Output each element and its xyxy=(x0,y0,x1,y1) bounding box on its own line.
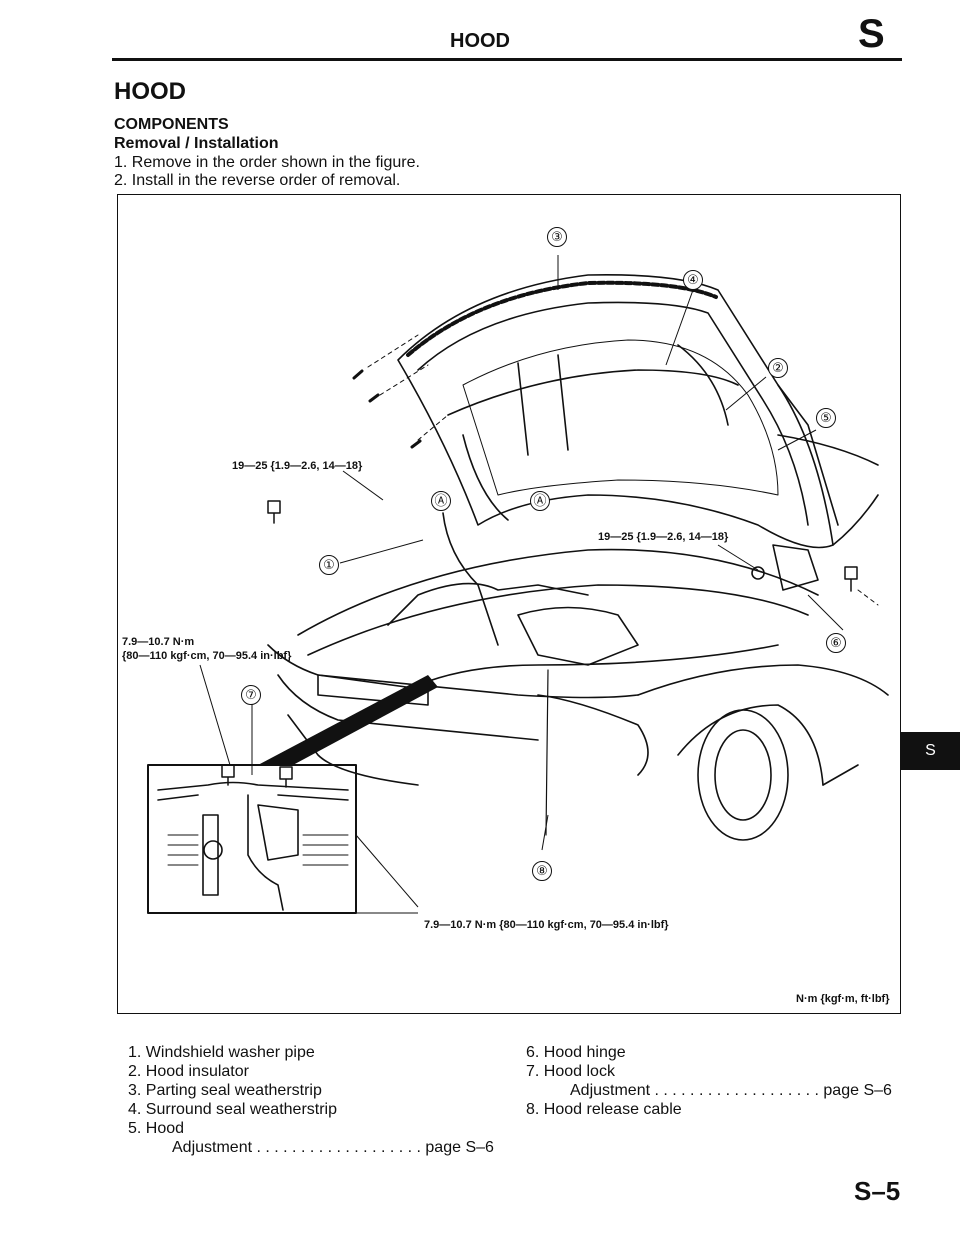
section-title: HOOD xyxy=(114,78,186,105)
ref-a-left: Ⓐ xyxy=(431,491,451,511)
legend-item-1: 1. Windshield washer pipe xyxy=(128,1044,315,1061)
step-1: 1. Remove in the order shown in the figu… xyxy=(114,154,420,171)
callout-3: ③ xyxy=(547,227,567,247)
hood-components-figure: 19—25 {1.9—2.6, 14—18} 19—25 {1.9—2.6, 1… xyxy=(117,194,901,1014)
header-section-letter: S xyxy=(858,12,885,56)
legend-item-7: 7. Hood lock xyxy=(526,1063,615,1080)
legend-item-4: 4. Surround seal weatherstrip xyxy=(128,1101,337,1118)
callout-7: ⑦ xyxy=(241,685,261,705)
header-divider xyxy=(112,58,902,61)
legend-item-5: 5. Hood xyxy=(128,1120,185,1137)
legend-item-5-adjustment: Adjustment . . . . . . . . . . . . . . .… xyxy=(172,1139,494,1156)
legend-item-7-adjustment: Adjustment . . . . . . . . . . . . . . .… xyxy=(570,1082,892,1099)
torque-spec-lock-bottom: 7.9—10.7 N·m {80—110 kgf·cm, 70—95.4 in·… xyxy=(424,919,669,931)
page-number: S–5 xyxy=(854,1176,901,1206)
ref-a-right: Ⓐ xyxy=(530,491,550,511)
legend-item-8: 8. Hood release cable xyxy=(526,1101,682,1118)
torque-spec-lock-line2: {80—110 kgf·cm, 70—95.4 in·lbf} xyxy=(122,650,292,662)
legend-item-2: 2. Hood insulator xyxy=(128,1063,249,1080)
torque-spec-hood-bolts: 19—25 {1.9—2.6, 14—18} xyxy=(232,460,363,472)
callout-8: ⑧ xyxy=(532,861,552,881)
hood-exploded-diagram xyxy=(147,255,889,914)
callout-6: ⑥ xyxy=(826,633,846,653)
callout-5: ⑤ xyxy=(816,408,836,428)
units-note: N·m {kgf·m, ft·lbf} xyxy=(796,993,890,1005)
section-side-tab: S xyxy=(901,732,960,770)
callout-4: ④ xyxy=(683,270,703,290)
components-heading: COMPONENTS xyxy=(114,116,229,133)
callout-2: ② xyxy=(768,358,788,378)
procedure-heading: Removal / Installation xyxy=(114,135,279,152)
callout-1: ① xyxy=(319,555,339,575)
torque-spec-lock-line1: 7.9—10.7 N·m xyxy=(122,636,195,648)
legend-item-3: 3. Parting seal weatherstrip xyxy=(128,1082,322,1099)
step-2: 2. Install in the reverse order of remov… xyxy=(114,172,401,189)
torque-spec-hinge-bolts: 19—25 {1.9—2.6, 14—18} xyxy=(598,531,729,543)
header-title: HOOD xyxy=(450,30,510,52)
legend-item-6: 6. Hood hinge xyxy=(526,1044,626,1061)
